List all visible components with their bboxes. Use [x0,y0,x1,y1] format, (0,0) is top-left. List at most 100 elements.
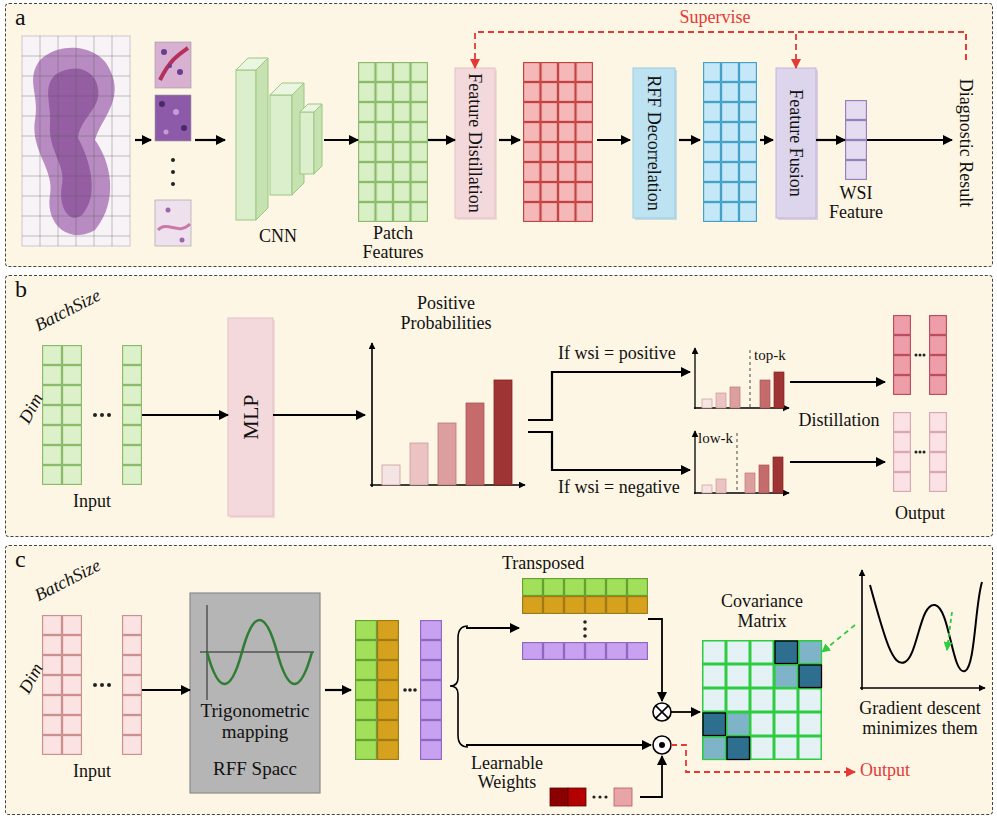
output-dashed-arrow [671,745,855,772]
flow-arrow [760,139,773,141]
flow-arrow [597,139,630,141]
node-label: Diagnostic Result [957,63,975,222]
wsi-image [22,36,130,246]
topk-chart [716,393,726,408]
gradient-plot [861,570,863,690]
rff-feature-columns [377,620,399,760]
patch-images [168,64,172,68]
probability-chart [410,443,428,485]
cnn-block: CNN [232,52,324,222]
module-boxes [455,68,818,220]
mlp-box [228,318,275,518]
connector [822,625,855,652]
lowk-chart [773,457,783,493]
flow-arrow [325,689,351,691]
feature-grids [703,62,757,222]
process-box: MLP [228,318,273,516]
learnable-weights [592,795,595,798]
patch-images [155,42,191,246]
covariance-matrix [727,737,750,760]
brace [466,744,651,746]
connector [867,139,952,141]
connector [790,381,885,383]
patch-images [155,200,191,246]
input-grid [42,615,142,755]
panel-letter: a [15,4,26,30]
patch-images [171,170,175,174]
feature-grid: Output [885,312,955,497]
output-grid [915,451,918,454]
weight-vector: Learnable Weights [550,788,640,806]
panel-ground [5,3,993,267]
connector [324,139,358,141]
feature-grids [358,62,428,222]
node-label: Learnable Weights [468,754,546,792]
probability-chart [382,465,400,485]
flow-arrow [325,689,351,691]
brace [450,626,651,747]
input-grid [122,615,142,755]
lowk-chart [737,433,738,492]
topk-chart [694,348,695,409]
covariance-matrix [702,640,822,760]
topk-chart [694,348,789,409]
node-label: RFF Decorrelation [645,71,663,215]
gradient-plot [870,582,982,671]
covariance-matrix [799,641,822,664]
output-grid [919,354,922,357]
lowk-chart [716,479,726,493]
topk-chart [774,372,784,408]
node-label: low-k [698,430,733,447]
panel-letter: c [15,546,26,572]
flow-arrow [135,139,773,141]
output-label: Output [860,760,910,781]
panel-letter: b [15,276,27,302]
probability-chart [494,380,512,485]
brace [466,627,519,629]
patch-images [180,238,185,243]
patch-images [171,158,175,162]
input-grid [100,413,104,417]
connector [528,372,690,420]
node-label: Input [42,761,142,782]
bar-chart: top-k [690,345,790,410]
patch-images [164,130,169,135]
flow-arrow [135,139,151,141]
connector [528,432,690,470]
cnn-symbol [256,58,268,220]
node-label: RFF Spacc [190,759,320,780]
connector [142,414,228,416]
covariance-matrix [727,713,750,736]
learnable-weights [550,788,632,806]
panel: cInputTrigonometric mappingRFF SpaccTran… [5,545,993,815]
rff-space-box [190,593,320,793]
edge-label: Supervise [660,7,770,28]
wsi-image [22,36,130,246]
covariance-matrix [775,641,798,664]
cnn-symbol [236,70,256,220]
feature-grid: Input [42,345,142,485]
transposed-rows [583,627,587,631]
topk-chart [760,380,770,408]
input-grid [42,615,82,755]
node-label: Feature Fusion [787,71,805,215]
output-grid [915,354,918,357]
node-label: top-k [754,347,786,364]
process-box: Feature Distillation [455,68,495,218]
process-box: Trigonometric mappingRFF Spacc [190,593,320,793]
edge-label: If wsi = positive [558,343,690,364]
gradient-plot [860,570,985,690]
cnn-symbol [314,104,322,174]
flow-arrow [648,619,662,701]
node-label: MLP [240,321,262,513]
covariance-matrix [799,665,822,688]
input-grid [93,683,97,687]
wsi-image [22,36,130,246]
node-label: Patch Features [348,224,438,262]
output-grid [919,451,922,454]
connector [142,689,190,691]
patch-images [161,49,167,55]
output-grid [929,315,947,395]
brace [450,626,468,747]
output-grid [893,315,947,492]
